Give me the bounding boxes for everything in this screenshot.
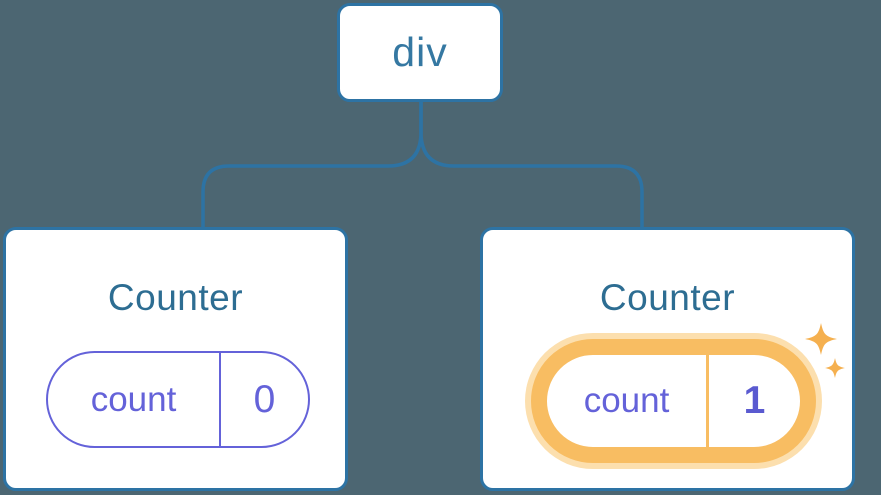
state-name-label: count bbox=[583, 381, 670, 420]
counter-node-right: Counter count 1 bbox=[480, 227, 855, 491]
state-name-cell: count bbox=[547, 355, 709, 447]
component-title: Counter bbox=[107, 277, 244, 318]
state-name-cell: count bbox=[48, 353, 221, 446]
state-pill: count 0 bbox=[46, 351, 310, 448]
counter-node-left: Counter count 0 bbox=[3, 227, 348, 491]
state-name-label: count bbox=[90, 379, 177, 419]
state-value-cell: 1 bbox=[709, 355, 800, 447]
connector-left-branch bbox=[201, 100, 423, 230]
state-value-label: 0 bbox=[253, 377, 276, 421]
state-pill-highlighted: count 1 bbox=[531, 339, 816, 463]
root-node: div bbox=[337, 3, 503, 102]
root-node-label: div bbox=[392, 29, 448, 75]
component-title: Counter bbox=[599, 277, 736, 318]
state-value-label: 1 bbox=[743, 379, 766, 422]
connector-right-branch bbox=[419, 100, 644, 230]
state-value-cell: 0 bbox=[221, 353, 308, 446]
